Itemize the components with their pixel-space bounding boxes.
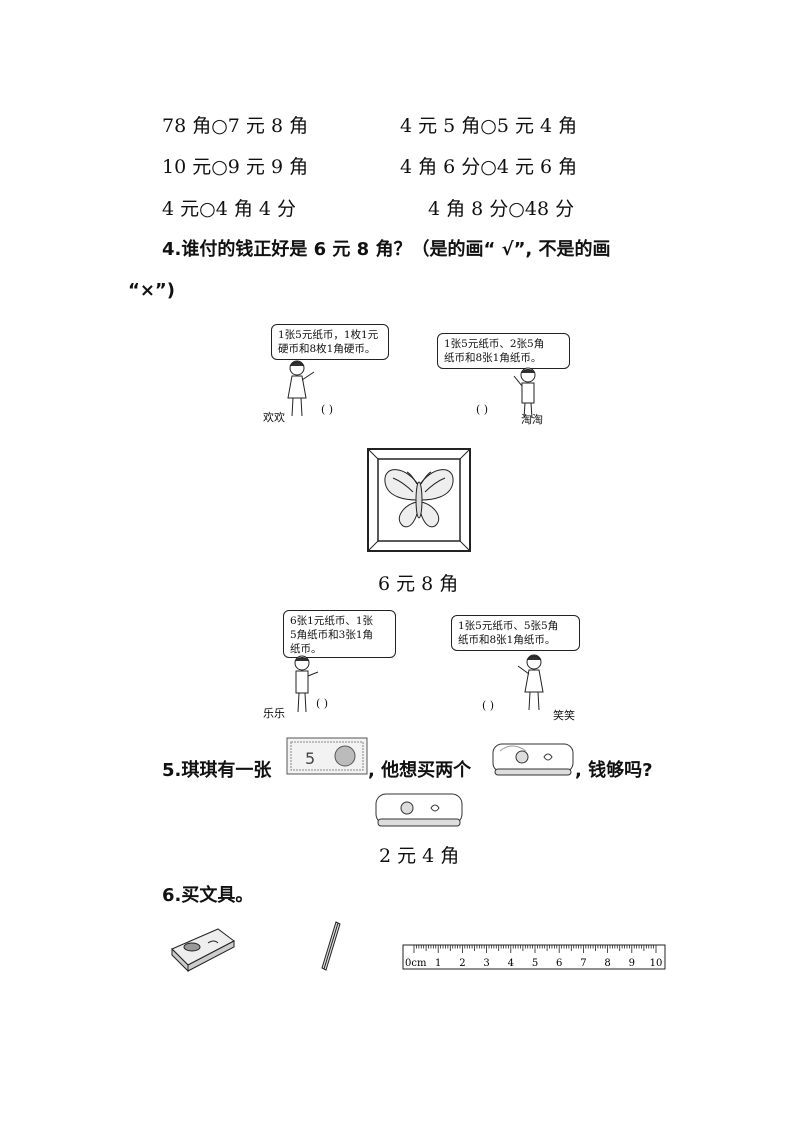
speech-line: 纸币。 [290, 643, 322, 655]
speech-line: 1张5元纸币，1枚1元 [278, 329, 379, 341]
kid-name: 笑笑 [553, 709, 575, 722]
speech-line: 1张5元纸币、5张5角 [458, 620, 559, 632]
ruler-body [402, 944, 666, 970]
ruler-label: 0cm [405, 958, 427, 969]
boy-figure-icon [513, 367, 536, 419]
ruler-icon: 0cm 1 2 3 4 5 6 7 8 9 10 [402, 944, 666, 970]
speech-line: 纸币和8张1角纸币。 [458, 634, 556, 646]
girl-figure-icon [517, 654, 544, 711]
ruler-label: 3 [483, 958, 489, 969]
ruler-label: 2 [459, 958, 465, 969]
speech-line: 6张1元纸币、1张 [290, 615, 374, 627]
kid-name: 淘淘 [521, 413, 543, 426]
q4-price: 6 元 8 角 [378, 573, 459, 595]
comparison-2-right: 4 角 6 分○4 元 6 角 [400, 156, 578, 178]
q5-text-b: , 他想买两个 [368, 760, 472, 781]
ruler-label: 9 [629, 958, 635, 969]
speech-line: 纸币和8张1角纸币。 [444, 352, 542, 364]
answer-blank[interactable]: ( ) [476, 403, 489, 416]
kid-name: 欢欢 [263, 411, 285, 424]
speech-line: 5角纸币和3张1角 [290, 629, 374, 641]
girl-figure-icon [287, 360, 315, 417]
speech-line: 硬币和8枚1角硬币。 [278, 343, 376, 355]
ruler-label: 7 [580, 958, 586, 969]
comparison-3-right: 4 角 8 分○48 分 [428, 198, 575, 220]
q4-title: 4.谁付的钱正好是 6 元 8 角？（是的画“ √”, 不是的画 [162, 239, 611, 260]
speech-bubble: 1张5元纸币，1枚1元 硬币和8枚1角硬币。 [271, 324, 389, 360]
pencil-icon [321, 921, 341, 971]
ruler-label: 5 [532, 958, 538, 969]
q5-text-c: , 钱够吗? [575, 760, 653, 781]
speech-line: 1张5元纸币、2张5角 [444, 338, 545, 350]
banknote-value: 5 [305, 749, 315, 768]
q5-text-a: 5.琪琪有一张 [162, 760, 272, 781]
ruler-label: 6 [556, 958, 562, 969]
butterfly-picture-icon [367, 448, 471, 552]
comparison-1-right: 4 元 5 角○5 元 4 角 [400, 115, 578, 137]
ruler-label: 4 [508, 958, 514, 969]
answer-blank[interactable]: ( ) [316, 697, 329, 710]
pencil-case-icon [492, 743, 574, 776]
pencil-case-icon [375, 793, 463, 827]
pencil-box-icon [171, 928, 235, 973]
q4-title-cont: “×”) [128, 280, 175, 301]
q6-title: 6.买文具。 [162, 885, 254, 906]
ruler-label: 10 [650, 958, 663, 969]
ruler-label: 8 [604, 958, 610, 969]
kid-name: 乐乐 [263, 707, 285, 720]
speech-bubble: 1张5元纸币、5张5角 纸币和8张1角纸币。 [451, 615, 580, 651]
speech-bubble: 1张5元纸币、2张5角 纸币和8张1角纸币。 [437, 333, 570, 369]
comparison-1-left: 78 角○7 元 8 角 [162, 115, 309, 137]
answer-blank[interactable]: ( ) [321, 403, 334, 416]
boy-figure-icon [294, 655, 319, 713]
comparison-2-left: 10 元○9 元 9 角 [162, 156, 309, 178]
answer-blank[interactable]: ( ) [482, 699, 495, 712]
q5-price: 2 元 4 角 [379, 845, 460, 867]
banknote-icon: 5 [286, 737, 368, 775]
speech-bubble: 6张1元纸币、1张 5角纸币和3张1角 纸币。 [283, 610, 396, 658]
comparison-3-left: 4 元○4 角 4 分 [162, 198, 297, 220]
ruler-label: 1 [435, 958, 441, 969]
